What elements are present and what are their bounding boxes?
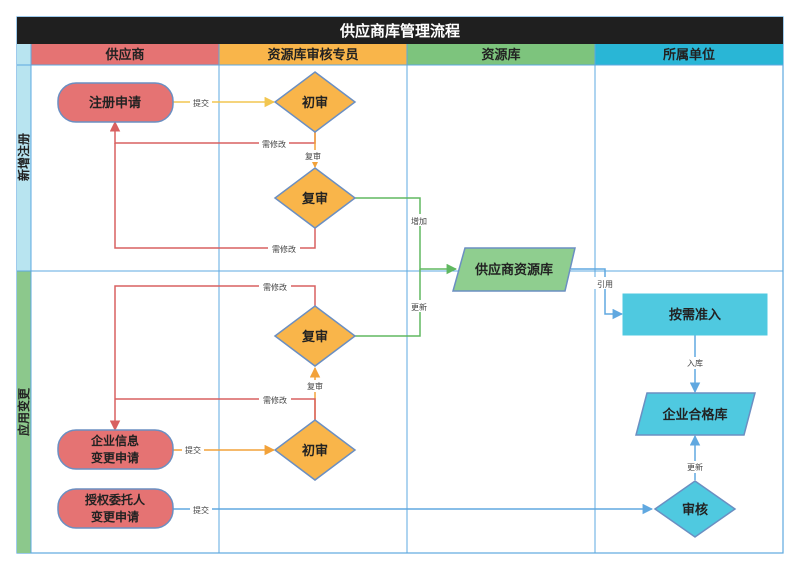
column-header-unit-bg: [595, 44, 783, 65]
row-header-change-bg: [17, 271, 31, 553]
node-company-change-line1: 企业信息: [90, 433, 139, 448]
edge-label-need-modify-2: 需修改: [272, 244, 296, 254]
node-on-demand-admit: [622, 293, 768, 336]
row-header-change: 应用变更: [16, 387, 31, 436]
edge-label-reference: 引用: [597, 280, 613, 289]
edge-label-submit-2: 提交: [185, 445, 201, 455]
node-qualified-pool-label: 企业合格库: [661, 407, 727, 423]
edge-update: [355, 269, 421, 337]
node-on-demand-admit-label: 按需准入: [669, 307, 721, 323]
edge-label-submit-1: 提交: [193, 98, 209, 108]
column-header-unit: 所属单位: [663, 47, 715, 63]
row-header-register-bg: [17, 44, 31, 271]
node-first-review-1: [273, 71, 357, 133]
column-header-reviewer-bg: [219, 44, 407, 65]
diagram-title: 供应商库管理流程: [339, 22, 460, 40]
edge-label-recheck-1: 复审: [305, 151, 321, 161]
node-company-change-line2: 变更申请: [91, 450, 139, 465]
node-audit-label: 审核: [682, 502, 708, 518]
edge-label-recheck-2: 复审: [307, 381, 323, 391]
column-header-pool-bg: [407, 44, 595, 65]
node-second-review-1: [273, 167, 357, 229]
node-audit: [653, 480, 737, 538]
edge-need-modify-4: [115, 398, 316, 420]
column-header-reviewer: 资源库审核专员: [267, 47, 358, 63]
edge-label-need-modify-3: 需修改: [263, 282, 287, 292]
edge-label-into-pool: 入库: [687, 358, 703, 368]
edge-need-modify-2: [114, 143, 316, 249]
node-authorize-change: [57, 488, 174, 529]
edge-label-add: 增加: [411, 216, 427, 226]
node-qualified-pool: [635, 392, 756, 436]
edge-need-modify-3: [109, 285, 316, 432]
node-company-change: [57, 429, 174, 470]
node-register-label: 注册申请: [89, 95, 141, 111]
edge-label-need-modify-4: 需修改: [263, 395, 287, 405]
swimlane-grid: [17, 44, 783, 553]
edge-label-need-modify-1: 需修改: [262, 139, 286, 149]
edge-label-update-2: 更新: [687, 462, 703, 472]
node-first-review-1-label: 初审: [302, 95, 328, 111]
column-header-supplier: 供应商: [104, 47, 144, 63]
node-authorize-change-line1: 授权委托人: [85, 492, 146, 507]
column-header-supplier-bg: [31, 44, 219, 65]
edge-add: [355, 197, 458, 275]
node-second-review-2: [273, 305, 357, 367]
node-second-review-1-label: 复审: [301, 191, 328, 207]
column-header-pool: 资源库: [481, 47, 520, 63]
edge-reference: [571, 268, 624, 320]
row-header-register: 新增注册: [16, 133, 31, 181]
node-resource-pool: [452, 247, 576, 292]
node-resource-pool-label: 供应商资源库: [474, 262, 553, 278]
edge-label-update: 更新: [411, 302, 427, 312]
node-authorize-change-line2: 变更申请: [91, 509, 139, 524]
node-register: [57, 82, 174, 123]
edge-label-submit-3: 提交: [193, 505, 209, 515]
node-second-review-2-label: 复审: [301, 329, 328, 345]
node-first-review-2-label: 初审: [302, 443, 328, 459]
node-first-review-2: [273, 419, 357, 481]
title-bar: [17, 17, 783, 44]
